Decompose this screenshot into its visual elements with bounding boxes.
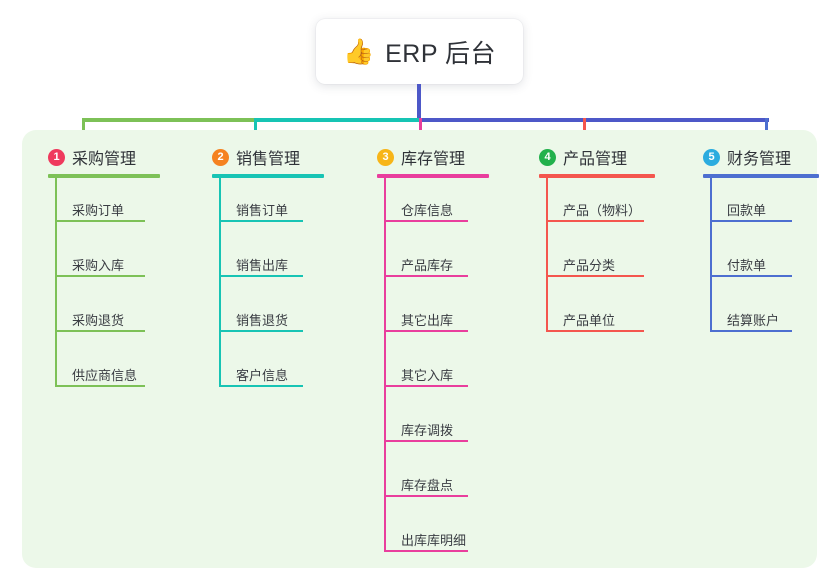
leaf-rule xyxy=(219,275,303,277)
leaf-rule xyxy=(710,275,792,277)
branch-title-5: 财务管理 xyxy=(727,151,792,168)
branch-spine-2 xyxy=(219,176,221,385)
branch-spine-4 xyxy=(546,176,548,330)
branch-spine-3 xyxy=(384,176,386,550)
leaf-item[interactable]: 其它入库 xyxy=(401,368,454,383)
branch-column-2: 2 销售管理销售订单销售出库销售退货客户信息 xyxy=(200,130,370,568)
root-stem-connector xyxy=(417,84,421,120)
branch-title-1: 采购管理 xyxy=(72,151,137,168)
leaf-rule xyxy=(219,385,303,387)
branch-header-4[interactable]: 4 产品管理 xyxy=(527,144,697,170)
branch-title-3: 库存管理 xyxy=(401,151,466,168)
trunk-rail-segment-left xyxy=(82,118,254,122)
branch-header-5[interactable]: 5 财务管理 xyxy=(691,144,839,170)
branch-header-rule-4 xyxy=(539,174,655,178)
leaf-rule xyxy=(710,330,792,332)
leaf-item[interactable]: 产品（物料） xyxy=(563,203,642,218)
branch-header-3[interactable]: 3 库存管理 xyxy=(365,144,535,170)
leaf-rule xyxy=(55,220,145,222)
branch-badge-3: 3 xyxy=(377,148,394,166)
leaf-item[interactable]: 产品库存 xyxy=(401,258,454,273)
leaf-item[interactable]: 出库库明细 xyxy=(401,533,467,548)
branch-header-rule-2 xyxy=(212,174,324,178)
leaf-item[interactable]: 销售出库 xyxy=(236,258,289,273)
root-node-card[interactable]: 👍 ERP 后台 xyxy=(316,19,523,84)
leaf-rule xyxy=(384,550,468,552)
leaf-item[interactable]: 采购退货 xyxy=(72,313,125,328)
leaf-item[interactable]: 销售订单 xyxy=(236,203,289,218)
branch-badge-4: 4 xyxy=(539,148,556,166)
branch-spine-1 xyxy=(55,176,57,385)
branch-badge-1: 1 xyxy=(48,148,65,166)
leaf-rule xyxy=(219,220,303,222)
leaf-rule xyxy=(710,220,792,222)
trunk-rail-segment-mid xyxy=(254,118,419,122)
leaf-rule xyxy=(384,440,468,442)
trunk-rail-segment-right xyxy=(419,118,769,122)
branch-header-1[interactable]: 1 采购管理 xyxy=(36,144,206,170)
leaf-item[interactable]: 仓库信息 xyxy=(401,203,454,218)
leaf-rule xyxy=(384,275,468,277)
leaf-rule xyxy=(55,385,145,387)
leaf-item[interactable]: 供应商信息 xyxy=(72,368,138,383)
leaf-rule xyxy=(384,220,468,222)
leaf-item[interactable]: 库存盘点 xyxy=(401,478,454,493)
branch-title-2: 销售管理 xyxy=(236,151,301,168)
branch-column-5: 5 财务管理回款单付款单结算账户 xyxy=(691,130,839,568)
leaf-item[interactable]: 库存调拨 xyxy=(401,423,454,438)
branch-header-rule-5 xyxy=(703,174,819,178)
branch-column-1: 1 采购管理采购订单采购入库采购退货供应商信息 xyxy=(36,130,206,568)
branch-column-4: 4 产品管理产品（物料） 产品分类产品单位 xyxy=(527,130,697,568)
leaf-rule xyxy=(219,330,303,332)
leaf-rule xyxy=(55,330,145,332)
leaf-item[interactable]: 采购入库 xyxy=(72,258,125,273)
branch-header-rule-1 xyxy=(48,174,160,178)
branch-header-2[interactable]: 2 销售管理 xyxy=(200,144,370,170)
branch-title-4: 产品管理 xyxy=(563,151,628,168)
leaf-item[interactable]: 付款单 xyxy=(727,258,767,273)
leaf-rule xyxy=(55,275,145,277)
leaf-item[interactable]: 销售退货 xyxy=(236,313,289,328)
branches-panel: 1 采购管理采购订单采购入库采购退货供应商信息 2 销售管理销售订单销售出库销售退货客… xyxy=(22,130,819,568)
branch-spine-5 xyxy=(710,176,712,330)
leaf-rule xyxy=(546,275,644,277)
leaf-item[interactable]: 产品分类 xyxy=(563,258,616,273)
leaf-rule xyxy=(546,330,644,332)
leaf-item[interactable]: 产品单位 xyxy=(563,313,616,328)
leaf-item[interactable]: 其它出库 xyxy=(401,313,454,328)
leaf-rule xyxy=(384,495,468,497)
leaf-rule xyxy=(384,385,468,387)
leaf-item[interactable]: 采购订单 xyxy=(72,203,125,218)
leaf-item[interactable]: 结算账户 xyxy=(727,313,780,328)
thumbs-up-icon: 👍 xyxy=(342,37,375,66)
branch-badge-5: 5 xyxy=(703,148,720,166)
branch-column-3: 3 库存管理仓库信息产品库存其它出库其它入库库存调拨库存盘点出库库明细 xyxy=(365,130,535,568)
leaf-item[interactable]: 客户信息 xyxy=(236,368,289,383)
leaf-rule xyxy=(384,330,468,332)
branch-badge-2: 2 xyxy=(212,148,229,166)
branch-header-rule-3 xyxy=(377,174,489,178)
leaf-rule xyxy=(546,220,644,222)
leaf-item[interactable]: 回款单 xyxy=(727,203,767,218)
root-node-title: ERP 后台 xyxy=(385,39,497,68)
